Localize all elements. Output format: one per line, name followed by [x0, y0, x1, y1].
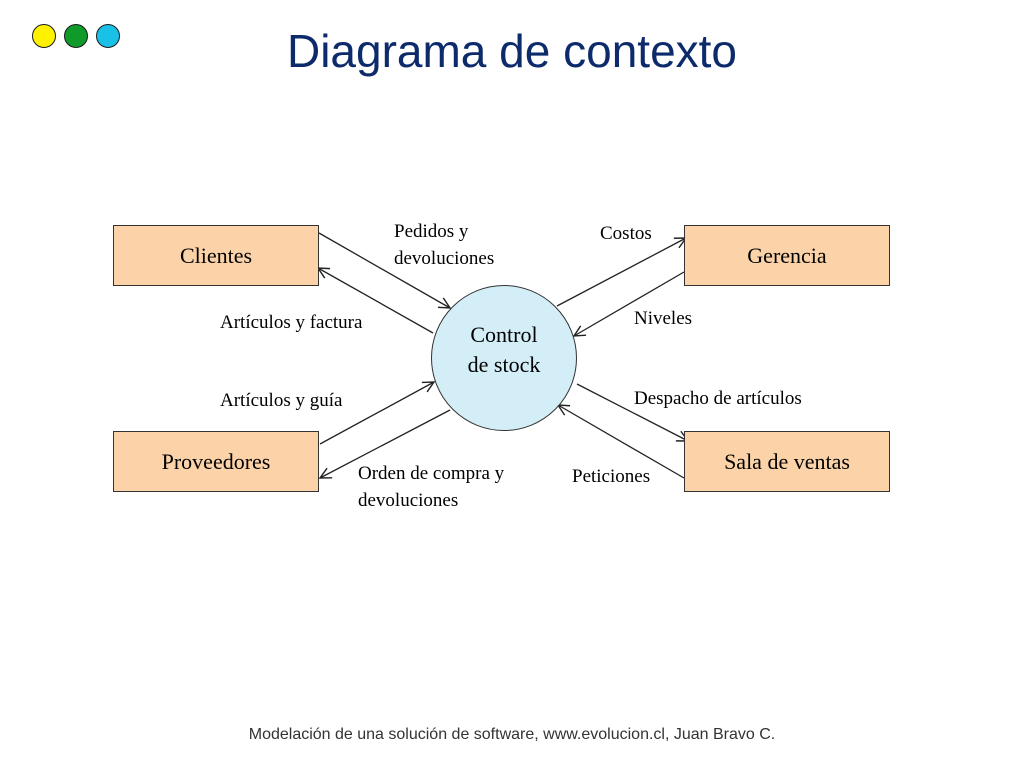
arrow-niveles [574, 271, 685, 336]
arrow-articulos-factura [318, 268, 434, 334]
process-control-de-stock: Control de stock [431, 285, 577, 431]
arrow-orden-compra [320, 409, 451, 478]
page-title: Diagrama de contexto [286, 25, 738, 77]
arrow-despacho [576, 383, 688, 441]
label-costos: Costos [600, 223, 652, 244]
label-articulos-factura: Artículos y factura [220, 312, 363, 333]
footer-credit: Modelación de una solución de software, … [248, 726, 776, 743]
arrow-peticiones [558, 405, 685, 479]
label-niveles: Niveles [634, 308, 693, 329]
label-orden-compra: Orden de compra y devoluciones [358, 463, 505, 511]
process-label: Control de stock [467, 322, 541, 377]
label-peticiones: Peticiones [572, 466, 651, 487]
label-despacho: Despacho de artículos [634, 388, 802, 409]
arrow-articulos-guia [319, 382, 434, 445]
entity-gerencia: Gerencia [684, 225, 890, 286]
arrow-costos [556, 238, 686, 307]
entity-clientes: Clientes [113, 225, 319, 286]
decorative-dots [32, 24, 124, 50]
cyan-dot-icon [96, 24, 120, 48]
entity-sala-de-ventas: Sala de ventas [684, 431, 890, 492]
green-dot-icon [64, 24, 88, 48]
label-articulos-guia: Artículos y guía [220, 390, 343, 411]
label-pedidos: Pedidos y devoluciones [394, 221, 495, 269]
entity-proveedores: Proveedores [113, 431, 319, 492]
arrow-pedidos [318, 232, 450, 308]
yellow-dot-icon [32, 24, 56, 48]
